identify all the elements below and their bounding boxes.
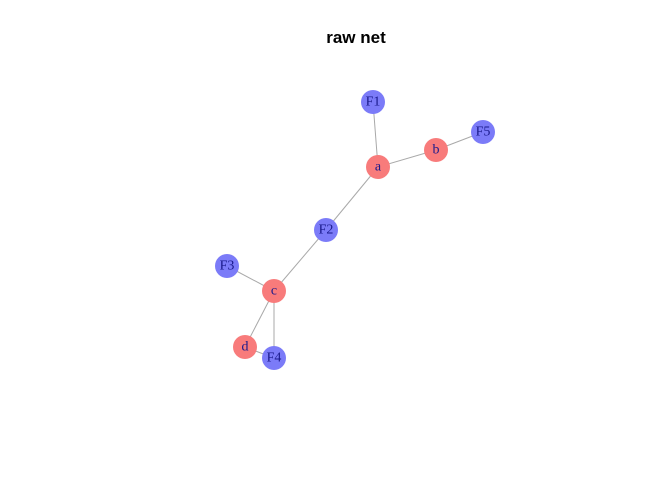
node-F4: F4 — [262, 346, 286, 370]
node-b: b — [424, 138, 448, 162]
node-label-b: b — [433, 143, 440, 158]
plot-title: raw net — [326, 28, 386, 47]
edge-a-F2 — [325, 166, 379, 231]
node-d: d — [233, 335, 257, 359]
node-F3: F3 — [215, 254, 239, 278]
node-label-F4: F4 — [267, 351, 282, 366]
node-circle-c — [262, 279, 286, 303]
node-label-F3: F3 — [220, 259, 235, 274]
node-a: a — [366, 155, 390, 179]
node-circle-F1 — [361, 90, 385, 114]
node-F5: F5 — [471, 120, 495, 144]
node-circle-a — [366, 155, 390, 179]
node-label-F1: F1 — [366, 95, 381, 110]
node-label-d: d — [242, 340, 249, 355]
node-circle-b — [424, 138, 448, 162]
node-circle-d — [233, 335, 257, 359]
node-label-c: c — [271, 284, 277, 299]
node-label-F5: F5 — [476, 125, 491, 140]
node-circle-F3 — [215, 254, 239, 278]
node-F1: F1 — [361, 90, 385, 114]
node-circle-F4 — [262, 346, 286, 370]
node-c: c — [262, 279, 286, 303]
node-circle-F2 — [314, 218, 338, 242]
node-label-a: a — [375, 160, 382, 175]
node-circle-F5 — [471, 120, 495, 144]
edge-F2-c — [273, 229, 327, 292]
node-F2: F2 — [314, 218, 338, 242]
edges-layer — [226, 101, 484, 359]
node-label-F2: F2 — [319, 223, 334, 238]
